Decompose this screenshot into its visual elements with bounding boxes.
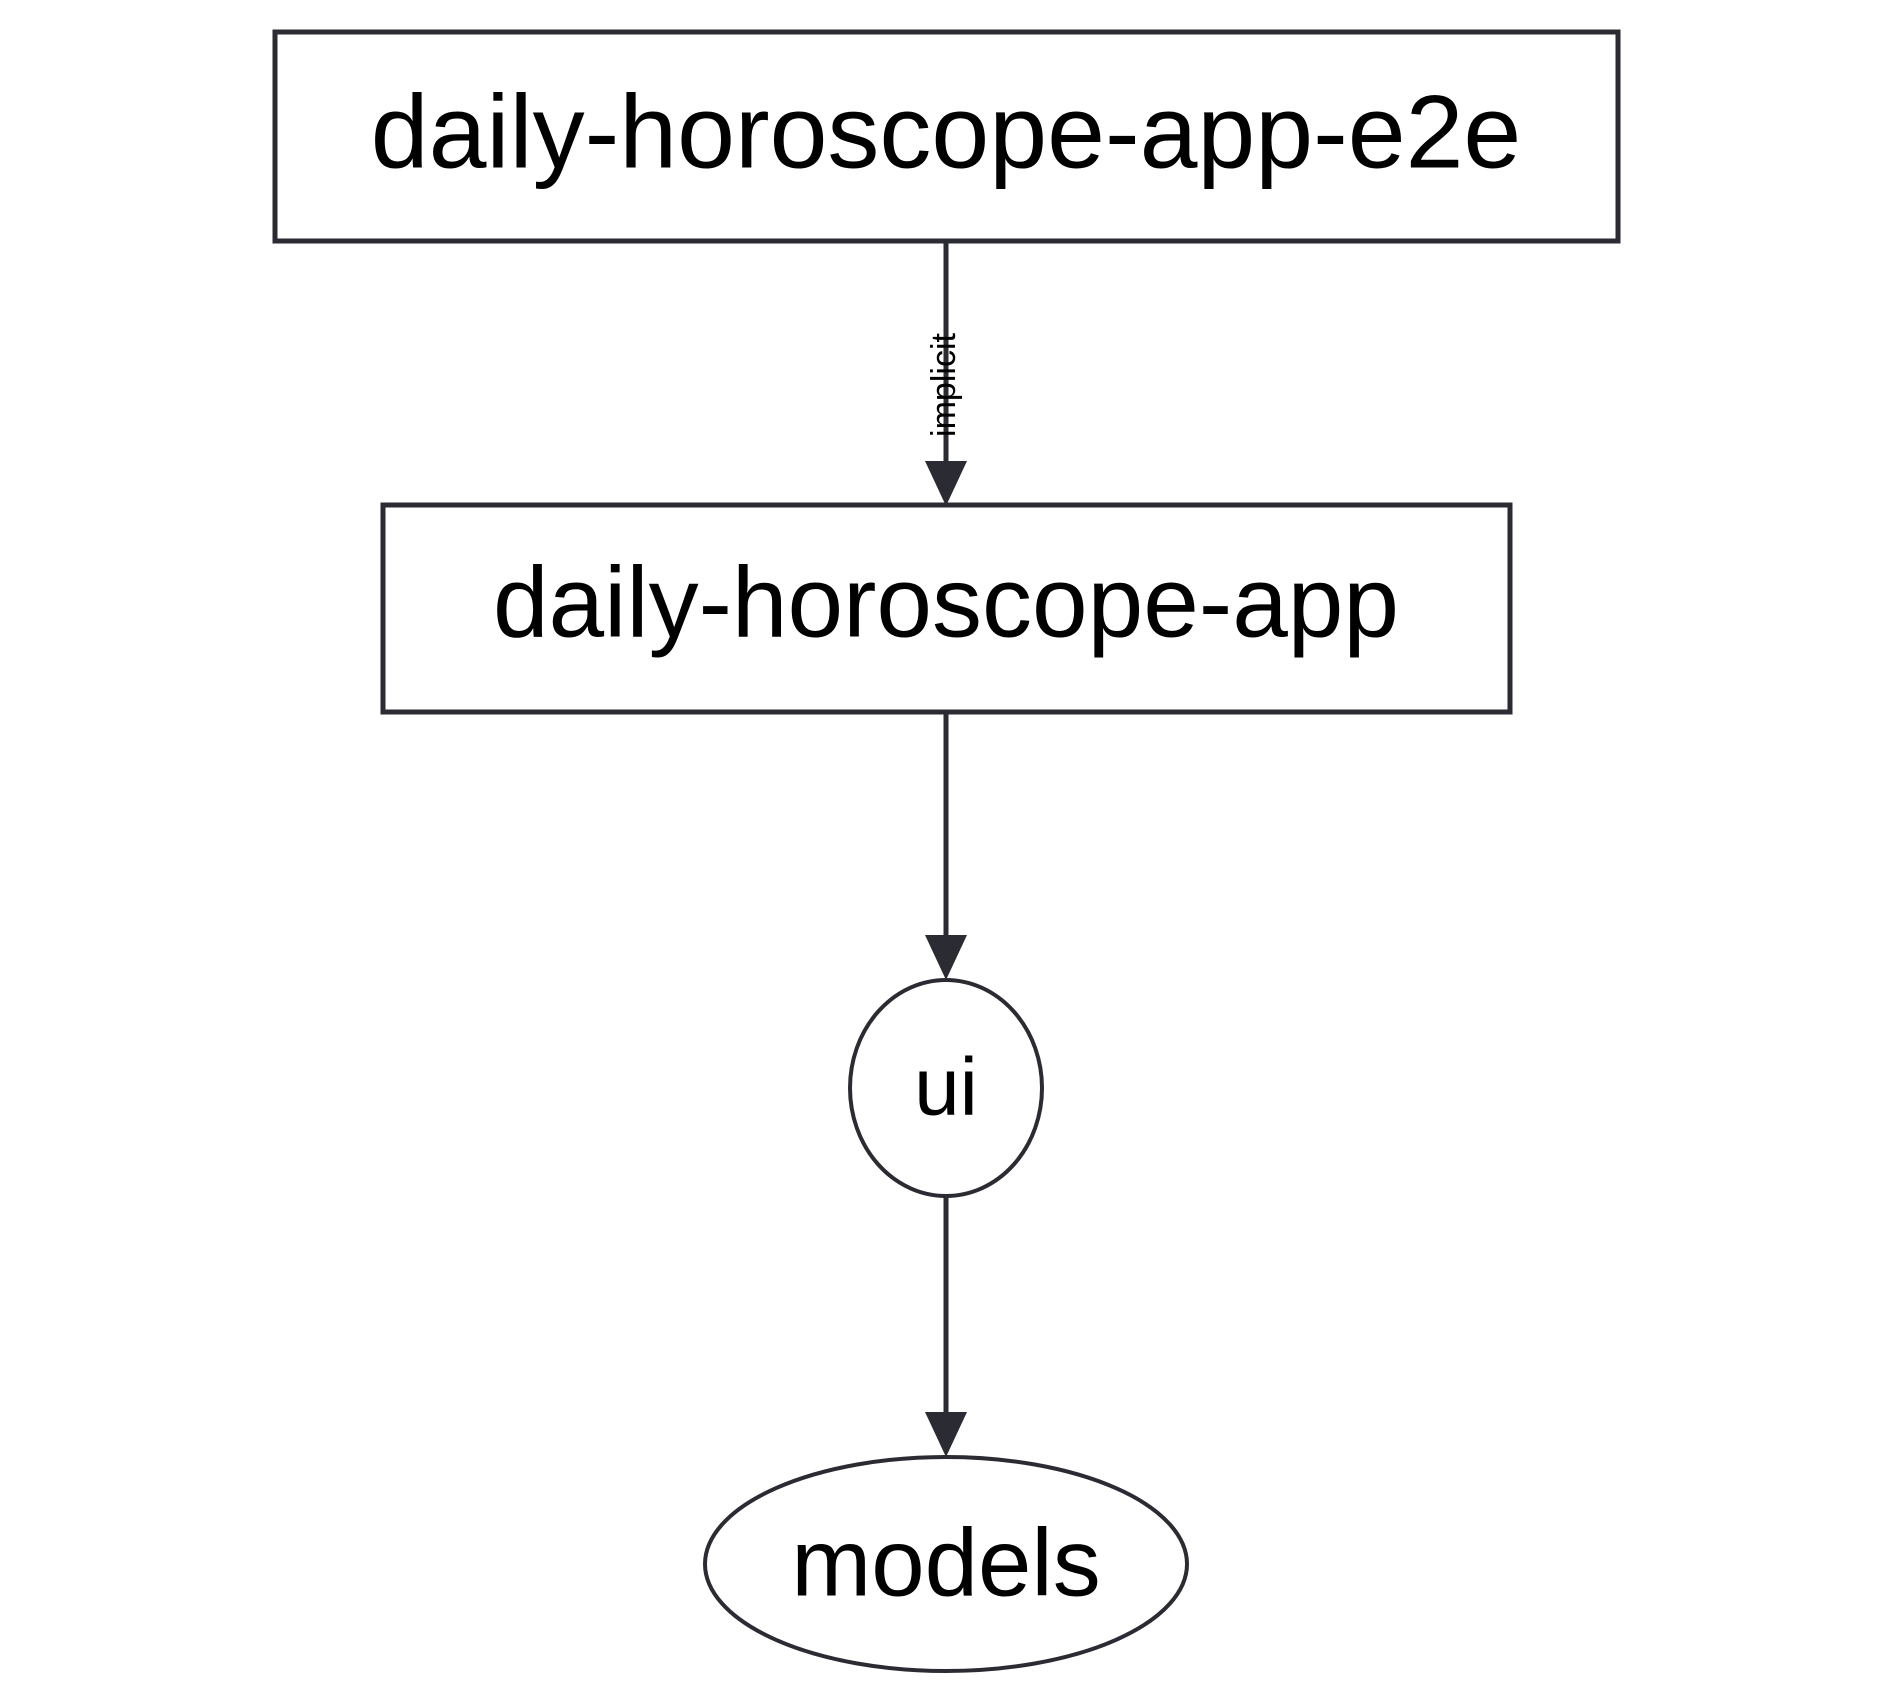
node-daily-horoscope-app[interactable]: daily-horoscope-app <box>380 502 1513 715</box>
edge-ui-to-models <box>925 1196 967 1457</box>
node-models[interactable]: models <box>703 1455 1189 1673</box>
node-rect[interactable] <box>272 29 1621 244</box>
node-rect[interactable] <box>380 502 1513 715</box>
node-label: ui <box>914 1042 978 1133</box>
node-label: daily-horoscope-app-e2e <box>371 74 1522 190</box>
edge-label-implicit: implicit <box>925 333 963 437</box>
node-ui[interactable]: ui <box>848 978 1044 1198</box>
node-ellipse[interactable] <box>848 978 1044 1198</box>
node-label: daily-horoscope-app <box>493 546 1399 658</box>
node-ellipse[interactable] <box>703 1455 1189 1673</box>
arrowhead-icon <box>925 1412 967 1457</box>
edge-app-to-ui <box>925 712 967 980</box>
arrowhead-icon <box>925 935 967 980</box>
edge-label-text: implicit <box>925 333 963 437</box>
node-label: models <box>791 1509 1100 1616</box>
arrowhead-icon <box>925 461 967 506</box>
node-daily-horoscope-app-e2e[interactable]: daily-horoscope-app-e2e <box>272 29 1621 244</box>
edge-e2e-to-app <box>925 241 967 506</box>
